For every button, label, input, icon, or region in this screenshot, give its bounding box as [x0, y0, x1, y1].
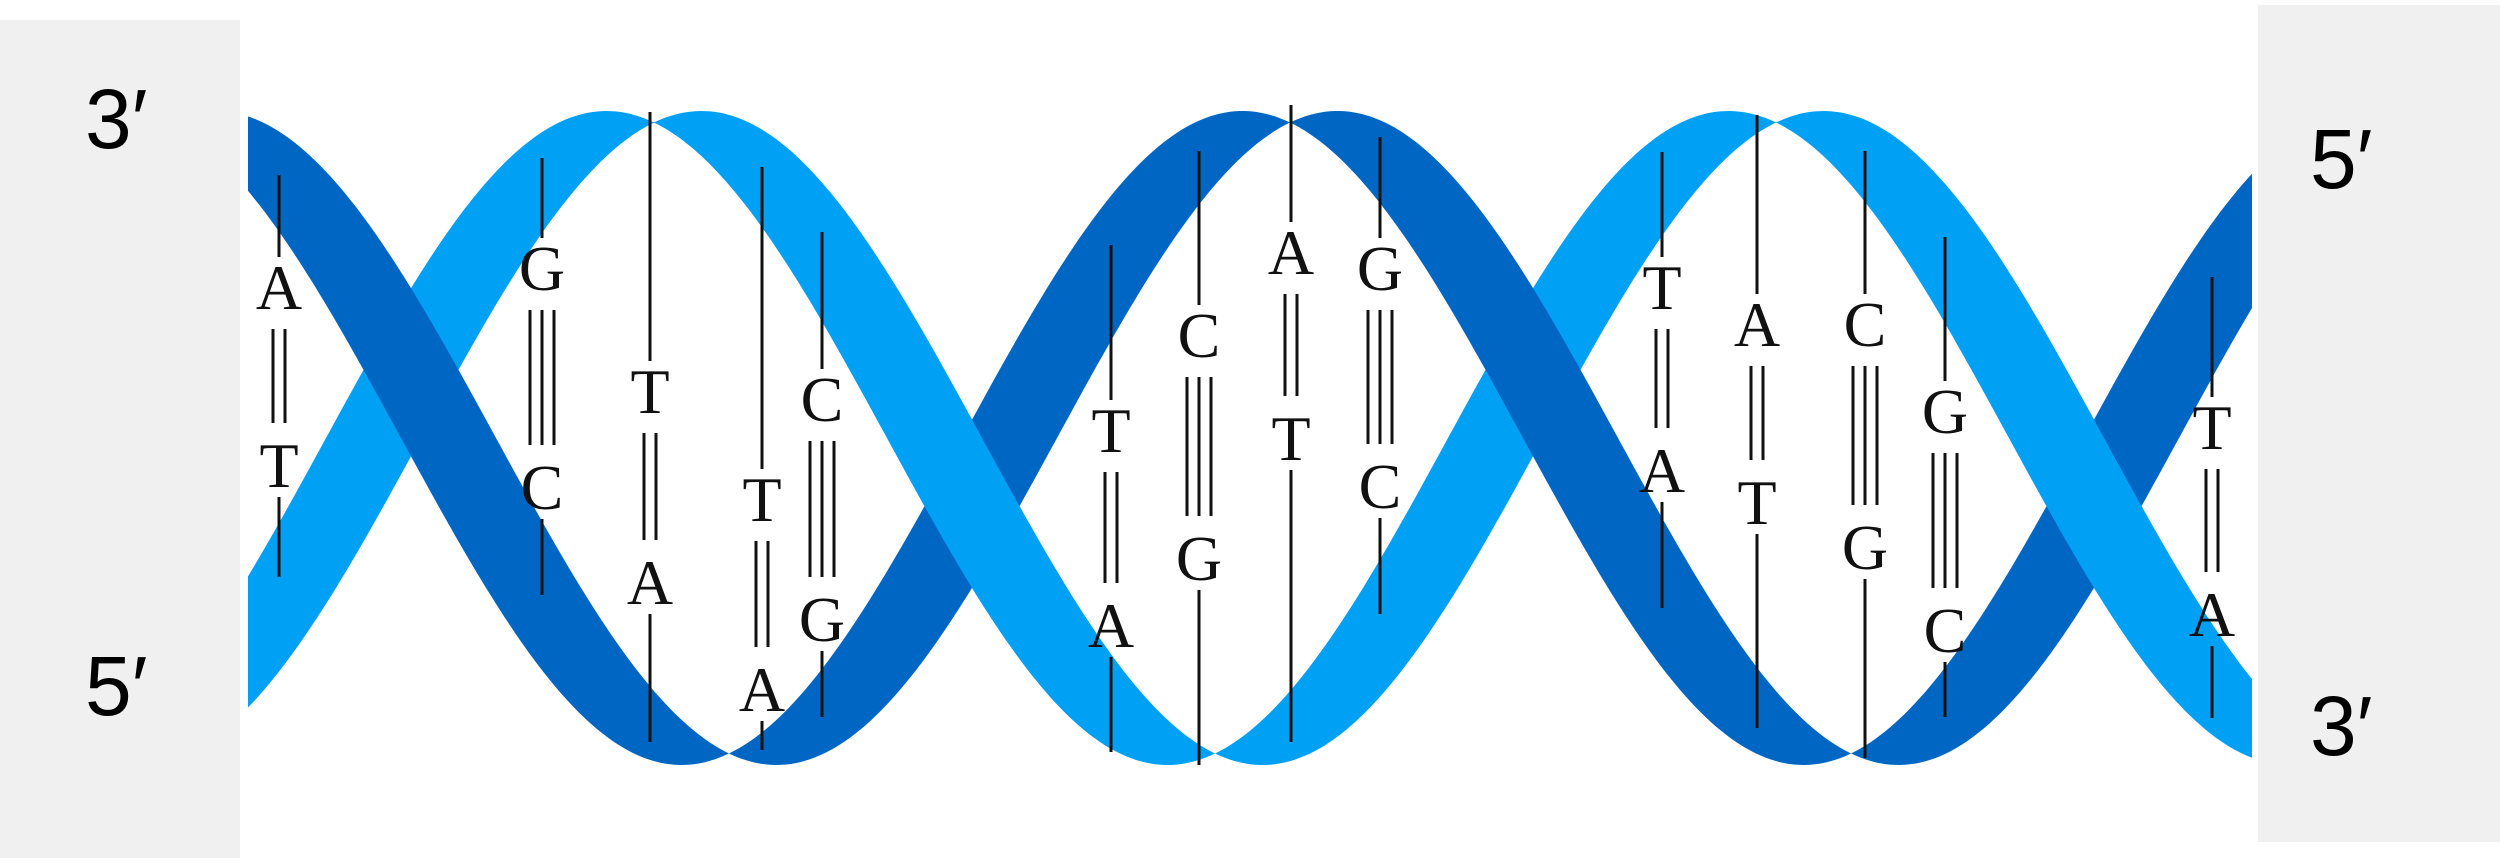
- nucleotide-top: G: [1922, 376, 1968, 447]
- nucleotide-top: C: [1178, 300, 1221, 371]
- base-pair: CG: [799, 232, 845, 717]
- nucleotide-top: T: [1091, 395, 1130, 466]
- nucleotide-bottom: G: [799, 584, 845, 655]
- nucleotide-bottom: A: [1088, 590, 1134, 661]
- nucleotide-top: T: [742, 464, 781, 535]
- nucleotide-bottom: T: [1737, 467, 1776, 538]
- base-pair: AT: [1734, 115, 1780, 728]
- left-bottom-end-label: 5′: [85, 639, 147, 733]
- nucleotide-top: A: [1734, 289, 1780, 360]
- left-top-end-label: 3′: [85, 72, 147, 166]
- nucleotide-top: C: [1844, 289, 1887, 360]
- nucleotide-bottom: T: [1271, 403, 1310, 474]
- base-pair: CG: [1842, 151, 1888, 758]
- base-pair: GC: [1357, 137, 1403, 614]
- nucleotide-top: A: [1268, 217, 1314, 288]
- nucleotide-top: T: [1642, 252, 1681, 323]
- base-pair: GC: [1922, 237, 1968, 717]
- base-pair: TA: [1639, 152, 1685, 608]
- nucleotide-bottom: G: [1842, 512, 1888, 583]
- nucleotide-bottom: A: [2189, 579, 2235, 650]
- base-pair: TA: [739, 167, 785, 750]
- nucleotide-top: T: [2192, 392, 2231, 463]
- base-pair: TA: [627, 112, 673, 742]
- nucleotide-top: C: [801, 364, 844, 435]
- base-pair: CG: [1176, 151, 1222, 765]
- left-end-panel: [0, 20, 240, 858]
- nucleotide-bottom: C: [1924, 595, 1967, 666]
- nucleotide-bottom: A: [1639, 435, 1685, 506]
- nucleotide-bottom: T: [259, 430, 298, 501]
- base-pair: AT: [256, 175, 302, 577]
- nucleotide-bottom: C: [521, 452, 564, 523]
- nucleotide-bottom: A: [627, 547, 673, 618]
- right-end-panel: [2258, 5, 2500, 842]
- base-pair: GC: [519, 158, 565, 595]
- nucleotide-bottom: A: [739, 654, 785, 725]
- base-pair: TA: [2189, 277, 2235, 718]
- nucleotide-top: G: [1357, 233, 1403, 304]
- nucleotide-top: G: [519, 233, 565, 304]
- right-top-end-label: 5′: [2310, 112, 2372, 206]
- right-bottom-end-label: 3′: [2310, 679, 2372, 773]
- base-pair: TA: [1088, 245, 1134, 752]
- nucleotide-top: A: [256, 252, 302, 323]
- nucleotide-bottom: C: [1359, 451, 1402, 522]
- base-pair: AT: [1268, 105, 1314, 742]
- nucleotide-top: T: [630, 356, 669, 427]
- nucleotide-bottom: G: [1176, 523, 1222, 594]
